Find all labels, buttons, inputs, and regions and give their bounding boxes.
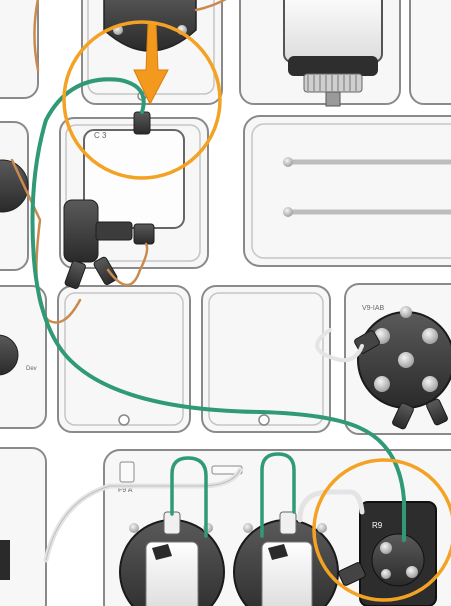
screw-icon — [259, 415, 269, 425]
panel-bottom-left — [0, 448, 46, 606]
pump-head-1 — [120, 512, 224, 606]
sensor-block: C 3 — [84, 112, 184, 228]
r9-label: R9 — [372, 521, 383, 530]
dev-label: Dev — [26, 366, 37, 372]
pump-head-2 — [234, 512, 338, 606]
c-label: C 3 — [94, 131, 107, 140]
panel-large-right — [244, 116, 451, 266]
v9-label: V9-IAB — [362, 305, 385, 312]
panel-far-right-top — [410, 0, 451, 104]
panel-top-left-edge — [0, 0, 38, 98]
panel-lower-a — [58, 286, 190, 432]
screw-icon — [119, 415, 129, 425]
